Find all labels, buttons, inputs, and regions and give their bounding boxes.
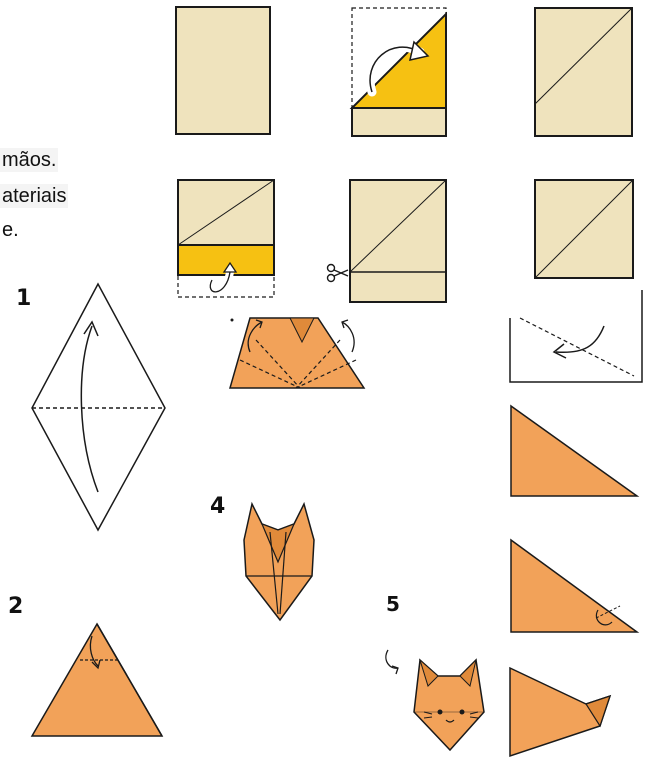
fold-box-partial [510,290,642,382]
paper-cut-strip [328,180,447,302]
step-3-fold-ears [230,318,364,388]
scissors-icon [328,265,349,282]
right-triangle-1 [511,406,637,496]
flip-arrow-icon [386,650,398,668]
step-4-cat-head [244,504,314,620]
paper-square [535,180,633,278]
paper-sheet [176,7,270,134]
step-label-2: 2 [8,594,23,619]
step-label-5: 5 [386,592,400,616]
right-triangle-2 [511,540,637,632]
paper-unfolded-diagonal [535,8,632,136]
step-1-diamond [32,284,165,530]
paper-fold-bottom [178,180,274,297]
paper-fold-corner [352,8,446,136]
right-triangle-3 [510,668,610,756]
step-5-cat-face [386,650,484,750]
step-label-4: 4 [210,494,225,519]
step-label-1: 1 [16,286,31,311]
step-2-triangle [32,624,162,736]
